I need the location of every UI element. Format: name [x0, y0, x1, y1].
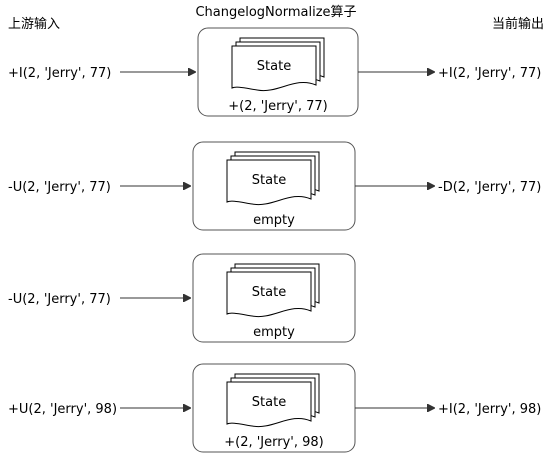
- output-label: +I(2, 'Jerry', 77): [438, 66, 541, 81]
- upstream-input-header: 上游输入: [8, 16, 60, 32]
- state-page: [226, 271, 312, 318]
- row-4: +U(2, 'Jerry', 98) State +(2, 'Jerry', 98)…: [8, 363, 541, 453]
- state-icon: [226, 373, 320, 428]
- row-2: -U(2, 'Jerry', 77) State empty -D(2, 'Jerry…: [8, 141, 541, 231]
- operator-title: ChangelogNormalize算子: [195, 5, 356, 20]
- output-label: +I(2, 'Jerry', 98): [438, 402, 541, 417]
- input-label: +I(2, 'Jerry', 77): [8, 66, 111, 81]
- current-output-header: 当前输出: [492, 16, 544, 32]
- state-label: State: [252, 285, 286, 300]
- state-page: [226, 159, 312, 206]
- input-label: +U(2, 'Jerry', 98): [8, 402, 117, 417]
- row-3: -U(2, 'Jerry', 77) State empty: [8, 253, 356, 343]
- input-label: -U(2, 'Jerry', 77): [8, 292, 111, 307]
- state-label: State: [257, 59, 291, 74]
- state-icon: [226, 263, 320, 318]
- state-value: empty: [253, 213, 295, 228]
- rows-layer: +I(2, 'Jerry', 77) State +(2, 'Jerry', 77)…: [8, 27, 541, 453]
- state-icon: [226, 151, 320, 206]
- state-value: empty: [253, 325, 295, 340]
- state-page: [231, 45, 317, 92]
- state-icon: [231, 37, 325, 92]
- input-label: -U(2, 'Jerry', 77): [8, 180, 111, 195]
- state-value: +(2, 'Jerry', 98): [224, 435, 324, 450]
- state-label: State: [252, 395, 286, 410]
- output-label: -D(2, 'Jerry', 77): [438, 180, 541, 195]
- state-value: +(2, 'Jerry', 77): [228, 99, 328, 114]
- state-label: State: [252, 173, 286, 188]
- state-page: [226, 381, 312, 428]
- row-1: +I(2, 'Jerry', 77) State +(2, 'Jerry', 77)…: [8, 27, 541, 117]
